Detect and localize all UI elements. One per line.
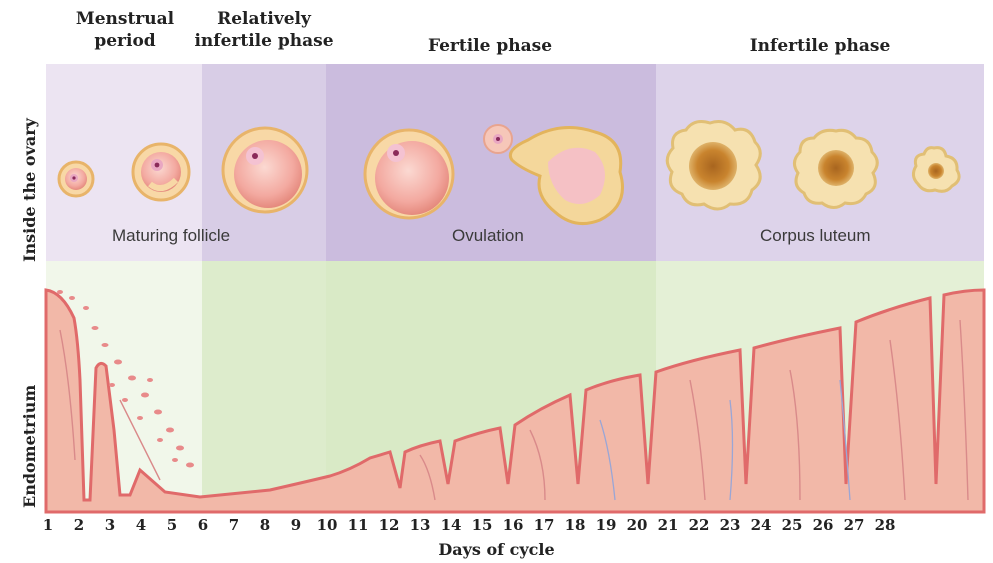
day-label: 27	[839, 516, 869, 534]
endometrium-tissue	[46, 290, 984, 512]
follicle-large	[223, 128, 307, 212]
day-label: 24	[746, 516, 776, 534]
day-label: 13	[405, 516, 435, 534]
day-label: 25	[777, 516, 807, 534]
label-maturing-follicle: Maturing follicle	[112, 226, 230, 246]
day-label: 12	[374, 516, 404, 534]
day-label: 23	[715, 516, 745, 534]
corpus-luteum-large	[667, 122, 760, 209]
day-label: 3	[95, 516, 125, 534]
day-label: 26	[808, 516, 838, 534]
day-label: 8	[250, 516, 280, 534]
day-label: 16	[498, 516, 528, 534]
label-ovulation: Ovulation	[452, 226, 524, 246]
day-label: 20	[622, 516, 652, 534]
day-label: 2	[64, 516, 94, 534]
day-label: 21	[653, 516, 683, 534]
day-label: 18	[560, 516, 590, 534]
day-label: 6	[188, 516, 218, 534]
day-label: 22	[684, 516, 714, 534]
follicle-small	[59, 162, 93, 196]
day-label: 15	[467, 516, 497, 534]
day-label: 17	[529, 516, 559, 534]
follicle-medium	[133, 144, 189, 200]
corpus-luteum-medium	[794, 130, 877, 207]
day-label: 11	[343, 516, 373, 534]
day-label: 4	[126, 516, 156, 534]
day-label: 28	[870, 516, 900, 534]
day-label: 10	[312, 516, 342, 534]
day-label: 9	[281, 516, 311, 534]
axis-title: Days of cycle	[0, 540, 993, 559]
day-label: 1	[33, 516, 63, 534]
released-egg	[484, 125, 512, 153]
day-label: 14	[436, 516, 466, 534]
day-label: 19	[591, 516, 621, 534]
day-label: 5	[157, 516, 187, 534]
ruptured-follicle	[510, 128, 622, 224]
label-corpus-luteum: Corpus luteum	[760, 226, 871, 246]
follicle-mature	[365, 130, 453, 218]
day-label: 7	[219, 516, 249, 534]
corpus-luteum-small	[913, 148, 959, 192]
